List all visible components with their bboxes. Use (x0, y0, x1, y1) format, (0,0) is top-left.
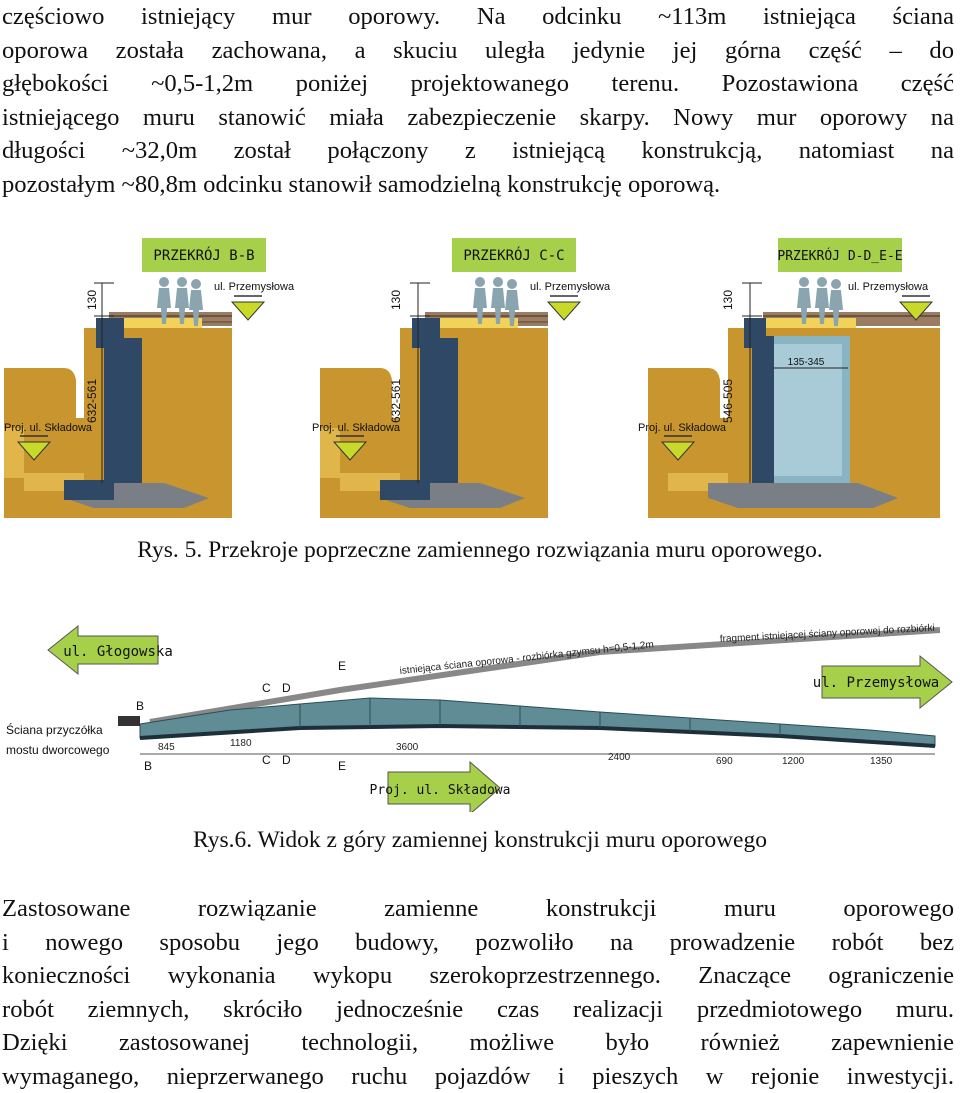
arrow-glogowska (47, 624, 159, 676)
note-fragment: fragment istniejącej ściany oporowej do … (720, 623, 935, 645)
text-line: konieczności wykonania wykopu szerokoprz… (2, 962, 954, 989)
text-line: istniejącego muru stanowić miała zabezpi… (2, 103, 954, 131)
text-line: robót ziemnych, skróciło jednocześnie cz… (2, 995, 954, 1023)
abutment-label: mostu dworcowego (6, 743, 110, 757)
text-line: głębokości ~0,5-1,2m poniżej projektowan… (2, 70, 954, 97)
section-mark-e: E (338, 759, 346, 773)
arrow-label: ul. Przemysłowa (813, 675, 939, 691)
section-title: PRZEKRÓJ B-B (153, 246, 254, 264)
street-label-left: Proj. ul. Składowa (638, 422, 727, 434)
figure-5-cross-sections: PRZEKRÓJ B-B ul. Przemysłowa Proj. ul. S… (3, 238, 940, 519)
text-line: Zastosowane rozwiązanie zamienne konstru… (2, 895, 954, 922)
section-panel-d-d-e-e: 135-345 PRZEKRÓJ D-D_E-E ul. Przemysłowa… (638, 238, 940, 518)
dimension-label: 130 (85, 290, 99, 310)
arrow-przemyslowa (821, 654, 953, 710)
street-label-top: ul. Przemysłowa (214, 281, 295, 293)
dim-label: 845 (158, 742, 175, 753)
dimension-label: 632-561 (389, 379, 403, 423)
text-line: Dzięki zastosowanej technologii, możliwe… (2, 1029, 954, 1056)
dimension-label: 632-561 (85, 379, 99, 423)
section-mark-e: E (338, 659, 346, 673)
figure-6-caption: Rys.6. Widok z góry zamiennej konstrukcj… (193, 827, 767, 853)
section-mark-c: C (262, 753, 271, 767)
street-label-top: ul. Przemysłowa (848, 281, 929, 293)
dim-label: 1180 (230, 738, 252, 749)
section-mark-d: D (282, 681, 291, 695)
section-panel-b-b: PRZEKRÓJ B-B ul. Przemysłowa Proj. ul. S… (3, 238, 295, 519)
section-mark-c: C (262, 681, 271, 695)
section-panel-c-c: PRZEKRÓJ C-C ul. Przemysłowa Proj. ul. S… (312, 238, 611, 519)
dim-label: 1200 (782, 756, 805, 767)
section-mark-b: B (136, 699, 144, 713)
section-mark-d: D (282, 753, 291, 767)
dimension-label: 546-505 (721, 379, 735, 423)
dim-label: 690 (716, 756, 733, 767)
arrow-skladowa (387, 760, 501, 812)
paragraph-top: częściowo istniejący mur oporowy. Na odc… (2, 0, 954, 201)
dimension-label: 135-345 (788, 357, 825, 368)
dimension-label: 130 (389, 290, 403, 310)
section-mark-b: B (144, 759, 152, 773)
dim-label: 1350 (870, 756, 893, 767)
street-label-left: Proj. ul. Składowa (312, 422, 401, 434)
dim-label: 2400 (608, 752, 631, 763)
arrow-label: ul. Głogowska (63, 644, 173, 660)
dim-label: 3600 (396, 742, 419, 753)
figure-6-plan-view: ul. Głogowska ul. Przemysłowa Proj. ul. … (6, 623, 953, 812)
text-line: pozostałym ~80,8m odcinku stanowił samod… (2, 170, 721, 198)
text-line: długości ~32,0m został połączony z istni… (2, 137, 954, 164)
section-title: PRZEKRÓJ C-C (463, 246, 564, 264)
abutment-label: Ściana przyczółka (6, 722, 103, 737)
street-label-left: Proj. ul. Składowa (4, 422, 93, 434)
section-title: PRZEKRÓJ D-D_E-E (777, 248, 902, 264)
paragraph-bottom: Zastosowane rozwiązanie zamienne konstru… (2, 892, 954, 1093)
street-label-top: ul. Przemysłowa (530, 281, 611, 293)
section-title-box (142, 238, 266, 272)
text-line: częściowo istniejący mur oporowy. Na odc… (2, 3, 954, 30)
dimension-label: 130 (721, 290, 735, 310)
text-line: oporowa została zachowana, a skuciu uleg… (2, 36, 954, 64)
figure-5-caption: Rys. 5. Przekroje poprzeczne zamiennego … (137, 537, 823, 563)
text-line: wymaganego, nieprzerwanego ruchu pojazdó… (2, 1062, 954, 1090)
text-line: i nowego sposobu jego budowy, pozwoliło … (2, 928, 954, 956)
arrow-label: Proj. ul. Składowa (370, 783, 511, 798)
note-existing-wall: istniejąca ściana oporowa - rozbiórka gz… (399, 639, 654, 677)
